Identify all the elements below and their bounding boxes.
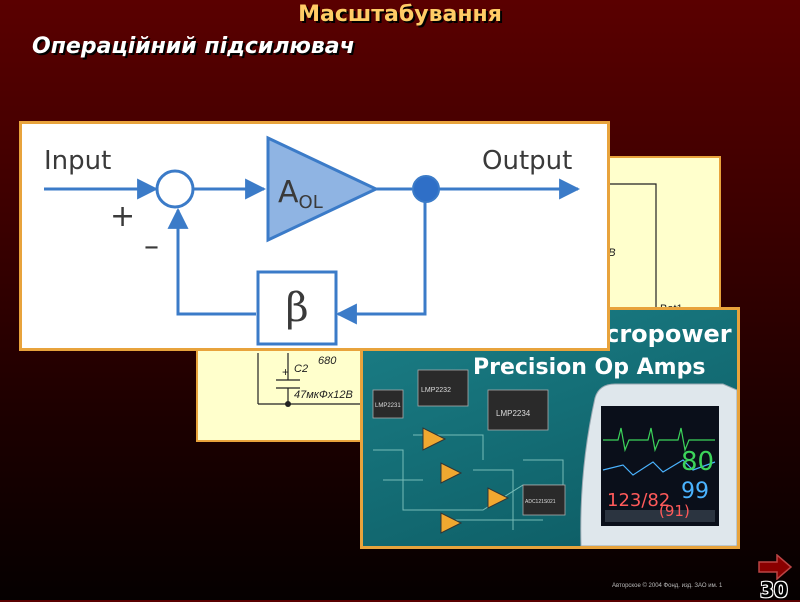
svg-text:AOL: AOL — [278, 175, 323, 213]
feedback-beta-label: β — [285, 285, 308, 331]
amplifier-triangle — [266, 135, 380, 243]
input-label: Input — [44, 146, 111, 176]
slide-footer: Авторское © 2004 Фонд. изд. ЗАО им. 1 — [612, 583, 723, 589]
feedback-block-diagram: Input Output + – AOL β — [19, 121, 610, 351]
monitor-value-3: 123/82 — [607, 490, 670, 511]
next-slide-button[interactable] — [757, 554, 793, 580]
monitor-value-4: (91) — [659, 502, 690, 520]
summing-junction — [155, 169, 195, 209]
chip-label-2: LMP2232 — [421, 387, 451, 394]
schematic-label-plus: + — [282, 365, 289, 379]
schematic-label-c2: C2 — [294, 363, 308, 375]
feedback-block — [256, 270, 338, 346]
chip-label-1: LMP2231 — [375, 403, 401, 409]
slide-title: Масштабування — [298, 2, 502, 27]
feedback-path-left — [167, 207, 256, 316]
monitor-value-2: 99 — [681, 479, 709, 504]
schematic-drawing: 12B Bat1 680 C2 + 47мкФх12В — [257, 183, 683, 407]
photo-headline-2: Precision Op Amps — [473, 355, 705, 380]
page-number: 30 — [760, 578, 788, 602]
schematic-label-r: 680 — [318, 355, 337, 367]
chip-label-3: LMP2234 — [496, 409, 531, 418]
amp-label-sub: OL — [299, 192, 323, 213]
plus-sign: + — [110, 199, 135, 234]
monitor-value-1: 80 — [681, 447, 714, 477]
minus-sign: – — [144, 229, 159, 264]
slide-subtitle: Операційний підсилювач — [32, 34, 355, 59]
block-diagram-drawing: Input Output + – AOL β — [44, 135, 581, 346]
schematic-label-cap: 47мкФх12В — [294, 389, 353, 401]
output-label: Output — [482, 146, 572, 176]
feedback-path-right — [335, 202, 427, 325]
arrow-right-icon — [758, 554, 793, 580]
amp-label-main: A — [278, 175, 299, 210]
chip-label-4: ADC121S021 — [525, 499, 556, 505]
output-node — [412, 175, 440, 203]
photo-drawing: Micropower Precision Op Amps LMP2231 L — [372, 320, 737, 546]
